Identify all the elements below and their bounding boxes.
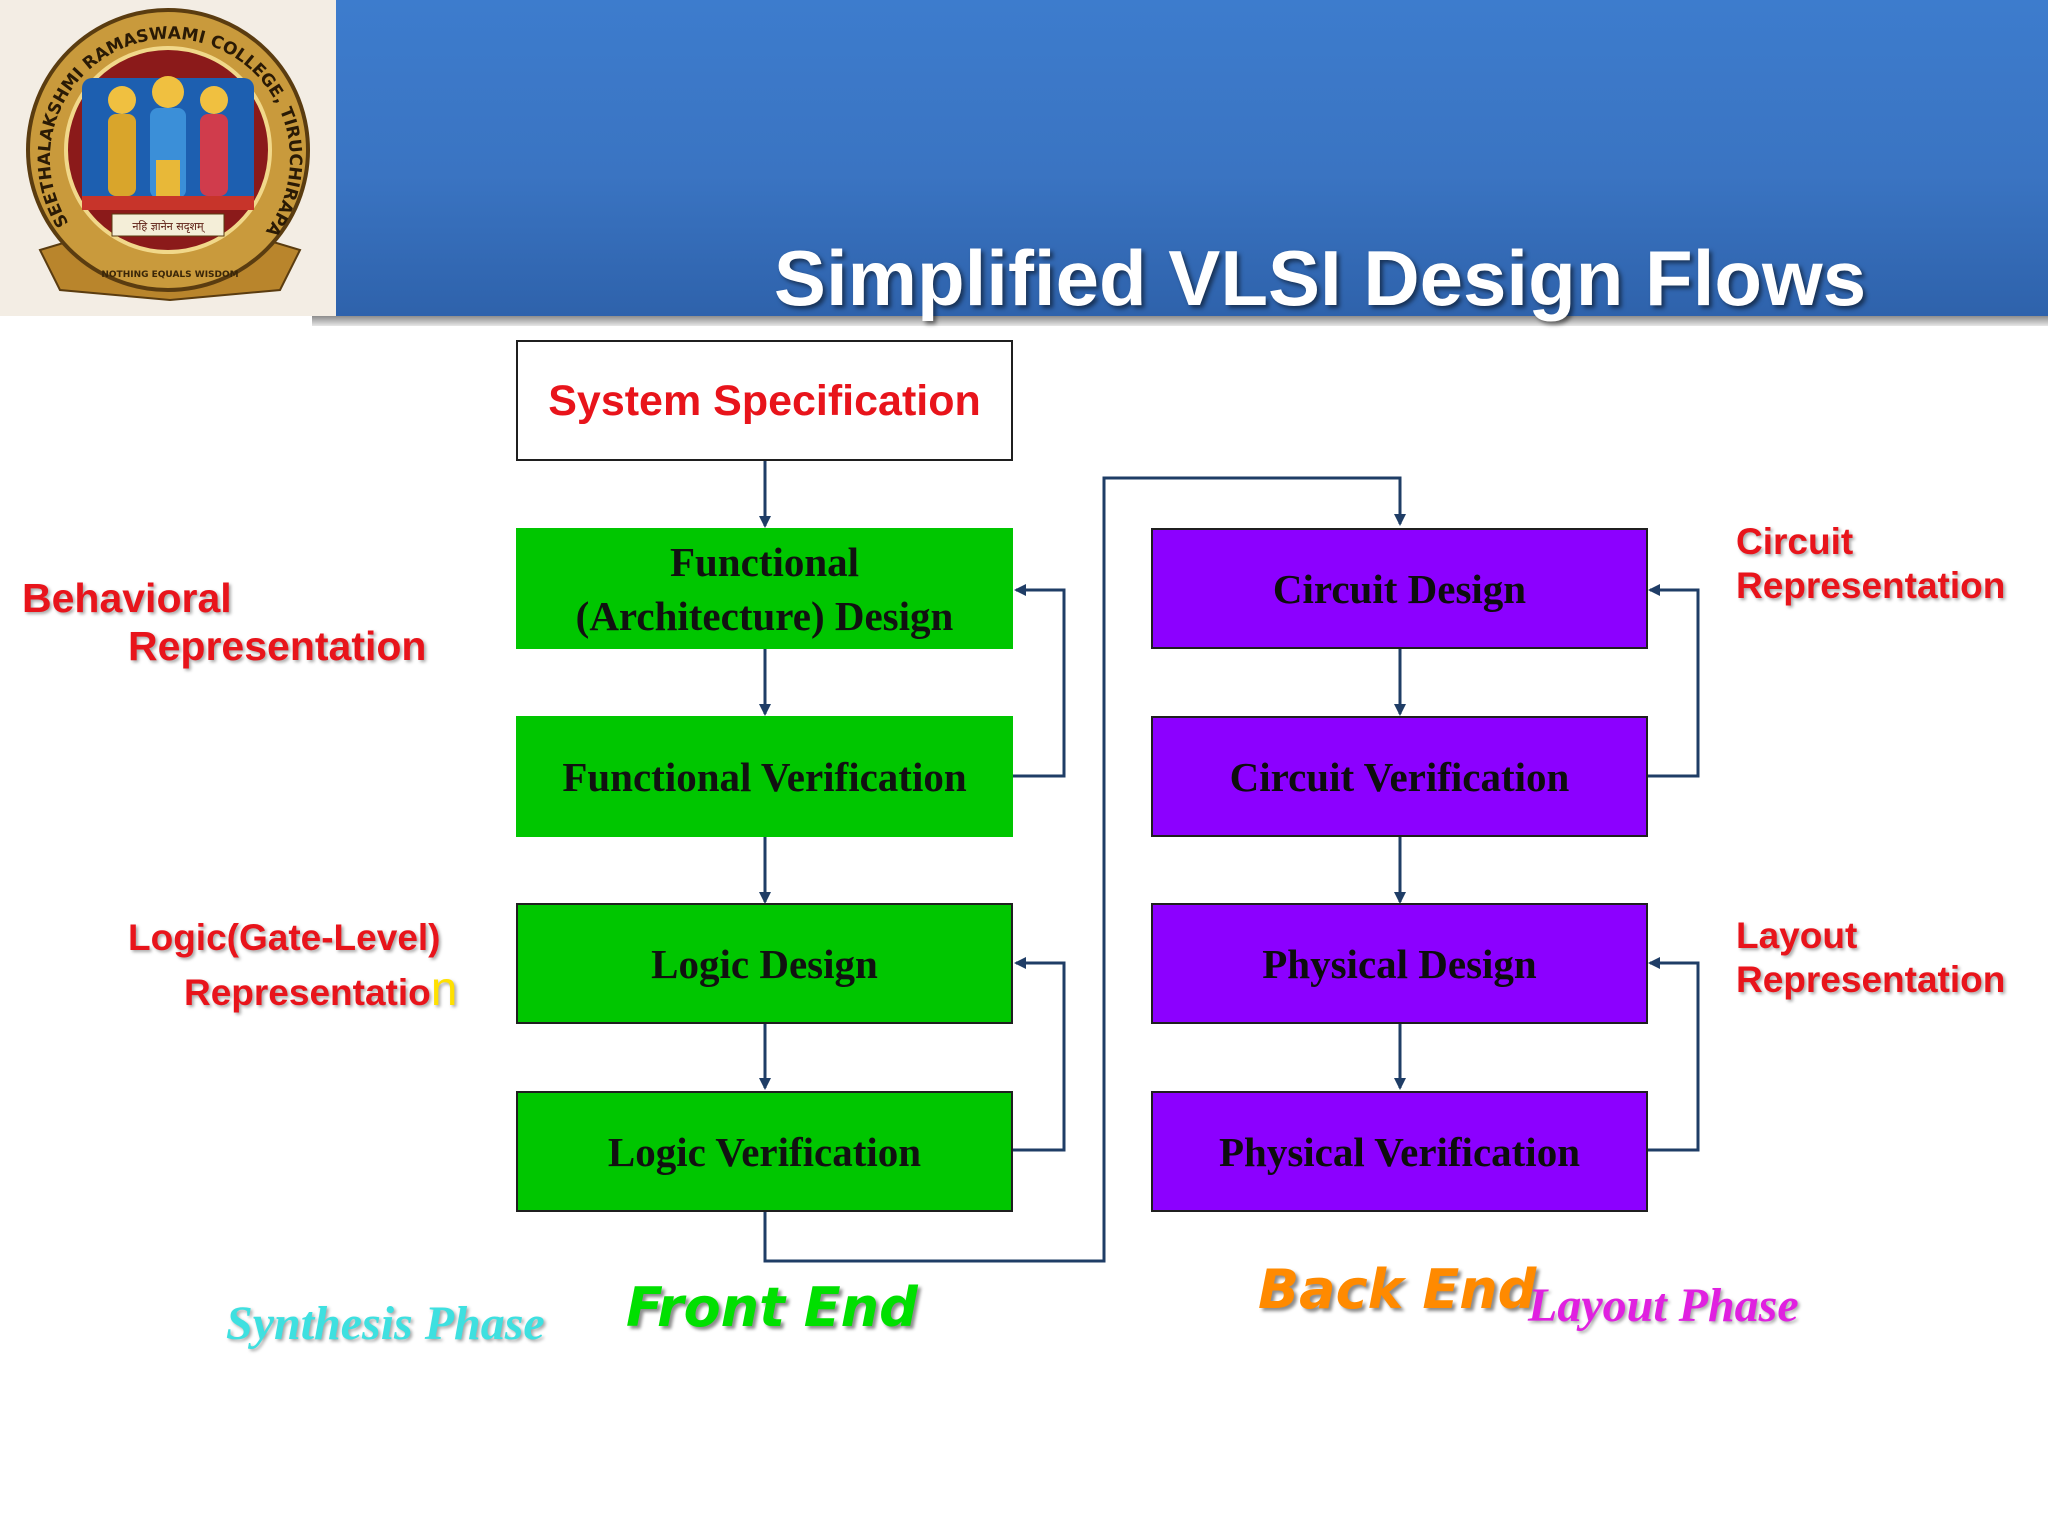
layout-phase-label: Layout Phase (1528, 1279, 1799, 1332)
loop-circuit-verification (1647, 584, 1700, 778)
physical-verification-box: Physical Verification (1151, 1091, 1648, 1212)
logic-gate-level-label: Logic(Gate-Level) (128, 917, 441, 958)
logic-design-box: Logic Design (516, 903, 1013, 1024)
logic-verification-box: Logic Verification (516, 1091, 1013, 1212)
circuit-verification-box: Circuit Verification (1151, 716, 1648, 837)
circuit-design-box: Circuit Design (1151, 528, 1648, 649)
functional-design-box: Functional (Architecture) Design (516, 528, 1013, 649)
back-end-label: Back End (1258, 1258, 1537, 1321)
behavioral-representation-label: Representation (128, 623, 427, 669)
college-emblem-icon: SEETHALAKSHMI RAMASWAMI COLLEGE, TIRUCHI… (0, 0, 310, 302)
banner-shadow (312, 316, 2048, 326)
synthesis-phase-label: Synthesis Phase (226, 1297, 545, 1350)
college-logo: SEETHALAKSHMI RAMASWAMI COLLEGE, TIRUCHI… (0, 0, 336, 316)
logo-motto-hindi: नहि ज्ञानेन सदृशम् (132, 220, 205, 233)
circuit-verification-label: Circuit Verification (1229, 753, 1570, 800)
circuit-design-label: Circuit Design (1272, 565, 1527, 612)
loop-logic-verification (1013, 957, 1066, 1152)
logic-design-label: Logic Design (651, 940, 878, 987)
layout-representation-label: Representation (1736, 959, 2006, 1000)
logic-representation-text: Representatio (184, 972, 431, 1013)
loop-functional-verification (1013, 584, 1066, 778)
slide-title: Simplified VLSI Design Flows (773, 234, 1867, 322)
system-specification-label: System Specification (548, 376, 981, 425)
functional-design-label-line1: Functional (669, 538, 860, 585)
functional-verification-label: Functional Verification (562, 753, 967, 800)
title-banner (336, 0, 2048, 318)
functional-design-label-line2: (Architecture) Design (575, 592, 954, 639)
circuit-representation-label: Representation (1736, 565, 2006, 606)
behavioral-label: Behavioral (22, 575, 232, 621)
physical-verification-label: Physical Verification (1218, 1128, 1580, 1175)
arrow-front-end-to-back-end (763, 476, 1406, 1263)
system-specification-box: System Specification (516, 340, 1013, 461)
logo-motto-english: NOTHING EQUALS WISDOM (101, 270, 238, 280)
logic-verification-label: Logic Verification (607, 1128, 922, 1175)
logic-representation-label: Representation (184, 966, 457, 1015)
front-end-label: Front End (626, 1276, 918, 1339)
logic-representation-last-letter: n (430, 963, 458, 1016)
physical-design-label: Physical Design (1262, 940, 1537, 987)
functional-verification-box: Functional Verification (516, 716, 1013, 837)
layout-label: Layout (1736, 915, 1858, 956)
physical-design-box: Physical Design (1151, 903, 1648, 1024)
loop-physical-verification (1647, 957, 1700, 1152)
circuit-label: Circuit (1736, 521, 1854, 562)
